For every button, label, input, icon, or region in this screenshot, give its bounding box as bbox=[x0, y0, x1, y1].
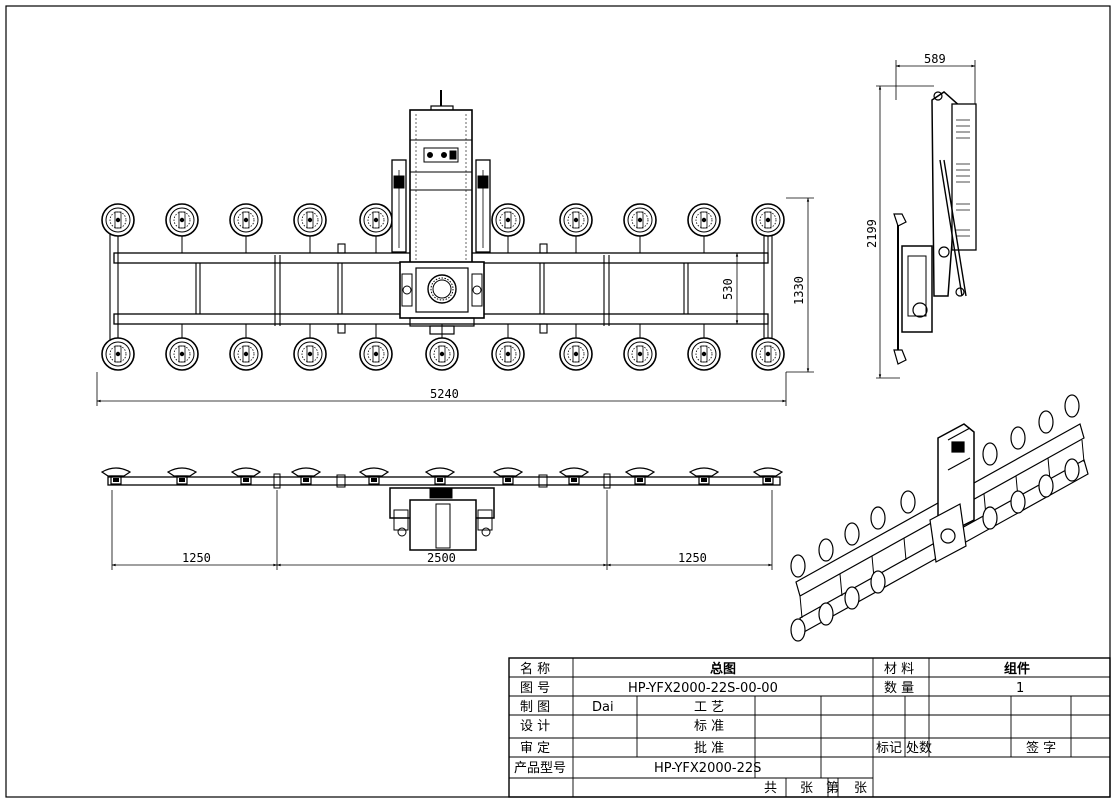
isometric-view bbox=[790, 394, 1089, 642]
tb-page-label: 第 bbox=[826, 781, 839, 796]
bottom-suction-cups bbox=[101, 337, 785, 371]
dim-span-right: 1250 bbox=[678, 551, 707, 565]
top-view bbox=[107, 473, 781, 551]
dim-side-height: 2199 bbox=[865, 219, 879, 248]
tb-quantity-label: 数 量 bbox=[884, 681, 914, 696]
dim-span-left: 1250 bbox=[182, 551, 211, 565]
top-view-suction-cups bbox=[101, 467, 783, 485]
dim-beam-spacing: 530 bbox=[721, 278, 735, 300]
tb-sign-label: 签 字 bbox=[1026, 740, 1056, 756]
top-dimensions bbox=[111, 490, 773, 570]
tb-model-label: 产品型号 bbox=[514, 761, 566, 776]
side-dimensions bbox=[876, 60, 976, 379]
tb-drawn-label: 制 图 bbox=[520, 700, 550, 715]
tb-process-label: 工 艺 bbox=[694, 700, 724, 715]
dim-span-center: 2500 bbox=[427, 551, 456, 565]
tb-mark-label: 标记 bbox=[876, 741, 902, 756]
tb-standard-label: 标 准 bbox=[694, 719, 724, 734]
tb-total-label: 共 bbox=[764, 781, 777, 796]
tb-quantity-value: 1 bbox=[1016, 681, 1024, 696]
tb-drawing-no-value: HP-YFX2000-22S-00-00 bbox=[628, 681, 778, 696]
tb-material-label: 材 料 bbox=[884, 662, 914, 677]
tb-design-label: 设 计 bbox=[520, 719, 550, 734]
tb-material-value: 组件 bbox=[1004, 661, 1030, 677]
front-view: 5240 1330 530 bbox=[96, 90, 814, 406]
tb-place-label: 处数 bbox=[906, 741, 932, 756]
tb-sheet-unit: 张 bbox=[800, 781, 813, 796]
tb-sheet-unit2: 张 bbox=[854, 781, 867, 796]
central-lifting-unit bbox=[391, 90, 491, 335]
dim-overall-height: 1330 bbox=[792, 276, 806, 305]
tb-drawing-no-label: 图 号 bbox=[520, 681, 550, 696]
dim-overall-length: 5240 bbox=[430, 387, 459, 401]
tb-approve-label: 批 准 bbox=[694, 741, 724, 756]
tb-name-label: 名 称 bbox=[520, 661, 550, 677]
title-block bbox=[508, 657, 1111, 798]
tb-review-label: 审 定 bbox=[520, 741, 550, 756]
tb-model-value: HP-YFX2000-22S bbox=[654, 761, 761, 776]
side-view bbox=[893, 91, 977, 365]
tb-name-value: 总图 bbox=[710, 661, 736, 677]
tb-drawn-value: Dai bbox=[592, 700, 614, 715]
front-dimensions bbox=[96, 197, 814, 406]
dim-side-width: 589 bbox=[924, 52, 946, 66]
